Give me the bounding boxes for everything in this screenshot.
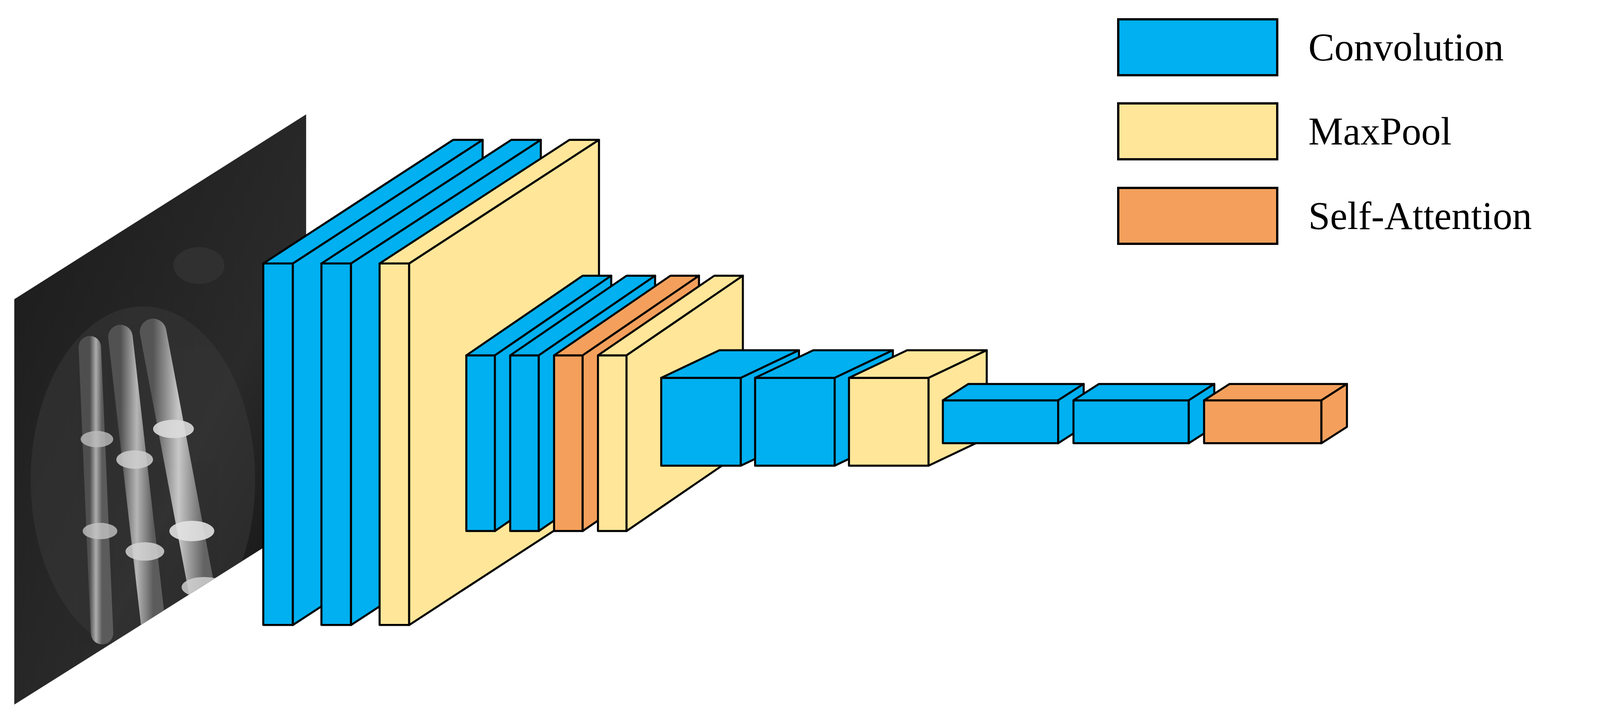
legend-swatch	[1117, 18, 1279, 77]
legend-label: Self-Attention	[1308, 196, 1532, 236]
legend-swatch	[1117, 102, 1279, 161]
legend-swatch	[1117, 186, 1279, 245]
legend-label: MaxPool	[1308, 111, 1452, 151]
layer-blocks	[263, 139, 1347, 625]
legend-label: Convolution	[1308, 27, 1504, 67]
input-image	[14, 114, 306, 705]
